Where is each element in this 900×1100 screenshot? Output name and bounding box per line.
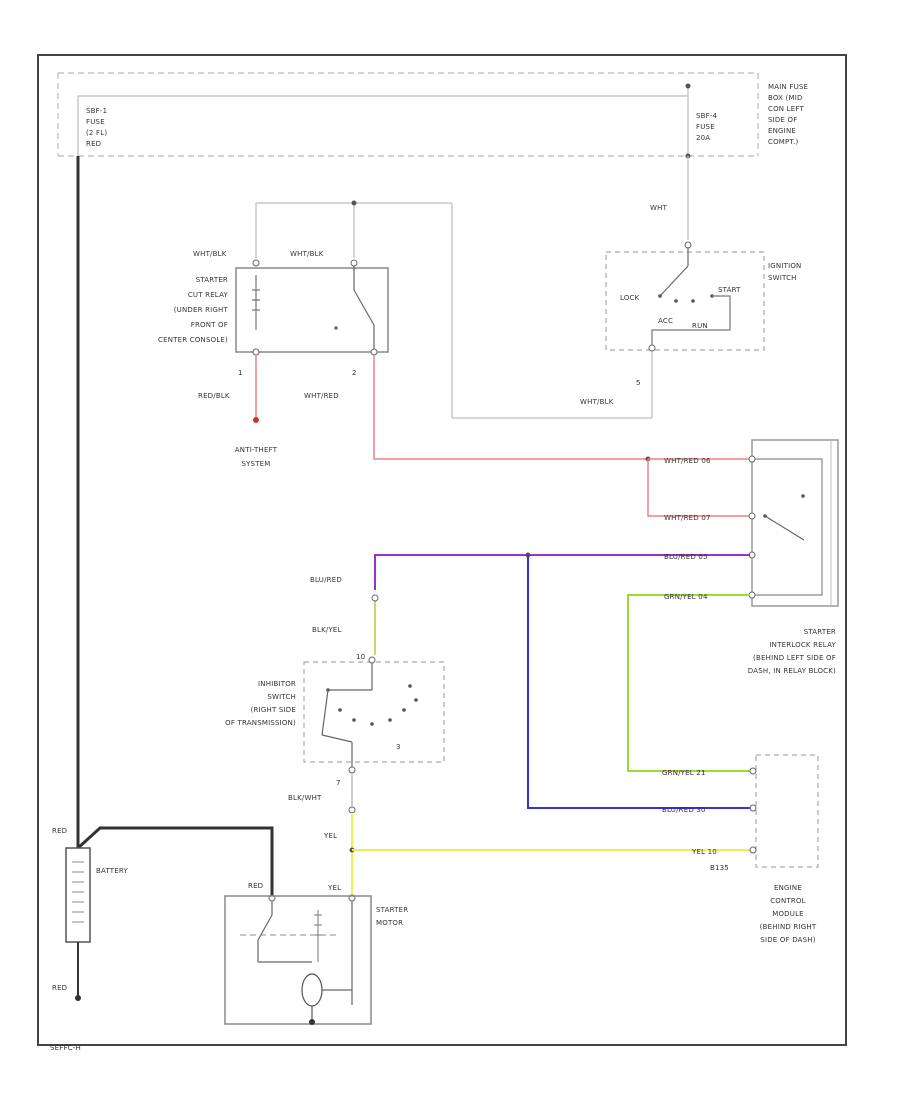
inh-line-1: INHIBITOR — [258, 680, 296, 688]
starter-interlock-relay — [748, 439, 839, 607]
pin-7-label: 7 — [336, 779, 341, 787]
red-starter-label: RED — [248, 882, 263, 890]
wht-red-06-label: WHT/RED 06 — [664, 457, 711, 465]
inhibitor-switch — [303, 656, 445, 774]
ign-lock-label: LOCK — [620, 294, 640, 302]
fuse-right-label: SBF-4 FUSE 20A — [696, 112, 718, 142]
ign-run-label: RUN — [692, 322, 708, 330]
pin-1-label: 1 — [238, 369, 243, 377]
pin-3-label: 3 — [396, 743, 401, 751]
fuse-left-line-3: (2 FL) — [86, 129, 107, 137]
wht-wire-label: WHT — [650, 204, 668, 212]
wht-blk-label-1: WHT/BLK — [193, 250, 227, 258]
battery-label: BATTERY — [96, 867, 129, 875]
ecm-line-4: (BEHIND RIGHT — [760, 923, 817, 931]
interlock-relay-label: STARTER INTERLOCK RELAY (BEHIND LEFT SID… — [748, 628, 837, 675]
starter-motor-line-2: MOTOR — [376, 919, 403, 927]
wht-blk-wiring — [255, 200, 653, 419]
fuse-box-note-1: MAIN FUSE — [768, 83, 808, 91]
red-blk-label: RED/BLK — [198, 392, 230, 400]
blk-yel-label: BLK/YEL — [312, 626, 342, 634]
ignition-switch — [605, 241, 765, 352]
ilr-line-3: (BEHIND LEFT SIDE OF — [753, 654, 836, 662]
anti-theft-line-1: ANTI-THEFT — [235, 446, 278, 454]
inh-line-2: SWITCH — [267, 693, 296, 701]
pin-10-label: 10 — [356, 653, 365, 661]
wht-red-07-label: WHT/RED 07 — [664, 514, 711, 522]
fuse-left-line-1: SBF-1 — [86, 107, 107, 115]
ecm-connector-label: B135 — [710, 864, 729, 872]
fuse-right-line-1: SBF-4 — [696, 112, 718, 120]
blu-red-30-label: BLU/RED 30 — [662, 806, 706, 814]
scr-line-2: CUT RELAY — [188, 291, 229, 299]
ilr-line-2: INTERLOCK RELAY — [769, 641, 836, 649]
diagram-id: SEFFC-H — [50, 1044, 81, 1052]
grn-yel-21-label: GRN/YEL 21 — [662, 769, 706, 777]
wht-blk-label-3: WHT/BLK — [580, 398, 614, 406]
wht-red-label: WHT/RED — [304, 392, 339, 400]
fuse-box-note-5: ENGINE — [768, 127, 796, 135]
ilr-line-4: DASH, IN RELAY BLOCK) — [748, 667, 836, 675]
ecm-label: ENGINE CONTROL MODULE (BEHIND RIGHT SIDE… — [760, 884, 817, 944]
starter-cut-relay-label: STARTER CUT RELAY (UNDER RIGHT FRONT OF … — [158, 276, 229, 344]
fuse-right-line-3: 20A — [696, 134, 710, 142]
blu-red-05-label: BLU/RED 05 — [664, 553, 708, 561]
scr-line-3: (UNDER RIGHT — [174, 306, 229, 314]
battery-bottom-wire-label: RED — [52, 984, 67, 992]
scr-line-1: STARTER — [196, 276, 228, 284]
starter-motor — [224, 895, 372, 1025]
wht-red-wiring — [373, 355, 750, 517]
scr-line-4: FRONT OF — [191, 321, 228, 329]
fuse-left-line-2: FUSE — [86, 118, 105, 126]
fuse-box-note-4: SIDE OF — [768, 116, 797, 124]
yel-label-a: YEL — [323, 832, 337, 840]
fuse-box-note-2: BOX (MID — [768, 94, 803, 102]
diagram-frame — [37, 54, 847, 1046]
ecm-line-3: MODULE — [772, 910, 804, 918]
anti-theft-line-2: SYSTEM — [241, 460, 270, 468]
yel-label-b: YEL — [327, 884, 341, 892]
ecm-line-1: ENGINE — [774, 884, 802, 892]
main-fuse-box — [57, 72, 759, 159]
ign-start-label: START — [718, 286, 741, 294]
engine-control-module — [749, 754, 819, 868]
fuse-box-note-6: COMPT.) — [768, 138, 799, 146]
ecm-line-2: CONTROL — [770, 897, 806, 905]
starter-cut-relay — [235, 259, 389, 356]
yel-wiring — [348, 813, 750, 902]
fuse-left-line-4: RED — [86, 140, 101, 148]
inhibitor-switch-label: INHIBITOR SWITCH (RIGHT SIDE OF TRANSMIS… — [225, 680, 296, 727]
ignition-switch-line-1: IGNITION — [768, 262, 801, 270]
inh-line-3: (RIGHT SIDE — [251, 706, 296, 714]
grn-yel-wire — [627, 594, 750, 772]
ign-acc-label: ACC — [658, 317, 673, 325]
battery-top-wire-label: RED — [52, 827, 67, 835]
starter-motor-line-1: STARTER — [376, 906, 408, 914]
fuse-box-note: MAIN FUSE BOX (MID CON LEFT SIDE OF ENGI… — [768, 83, 808, 146]
ecm-line-5: SIDE OF DASH) — [760, 936, 815, 944]
battery — [65, 826, 276, 1001]
pin-2-label: 2 — [352, 369, 357, 377]
blk-wht-label: BLK/WHT — [288, 794, 322, 802]
fuse-left-label: SBF-1 FUSE (2 FL) RED — [86, 107, 107, 148]
inh-line-4: OF TRANSMISSION) — [225, 719, 296, 727]
blu-red-left-label: BLU/RED — [310, 576, 342, 584]
blu-red-wiring — [374, 552, 750, 809]
scr-line-5: CENTER CONSOLE) — [158, 336, 228, 344]
ilr-line-1: STARTER — [804, 628, 836, 636]
yel-10-label: YEL 10 — [691, 848, 717, 856]
fuse-right-line-2: FUSE — [696, 123, 715, 131]
wht-blk-label-2: WHT/BLK — [290, 250, 324, 258]
ignition-switch-line-2: SWITCH — [768, 274, 797, 282]
fuse-box-note-3: CON LEFT — [768, 105, 804, 113]
grn-yel-04-label: GRN/YEL 04 — [664, 593, 708, 601]
pin-5-label: 5 — [636, 379, 641, 387]
